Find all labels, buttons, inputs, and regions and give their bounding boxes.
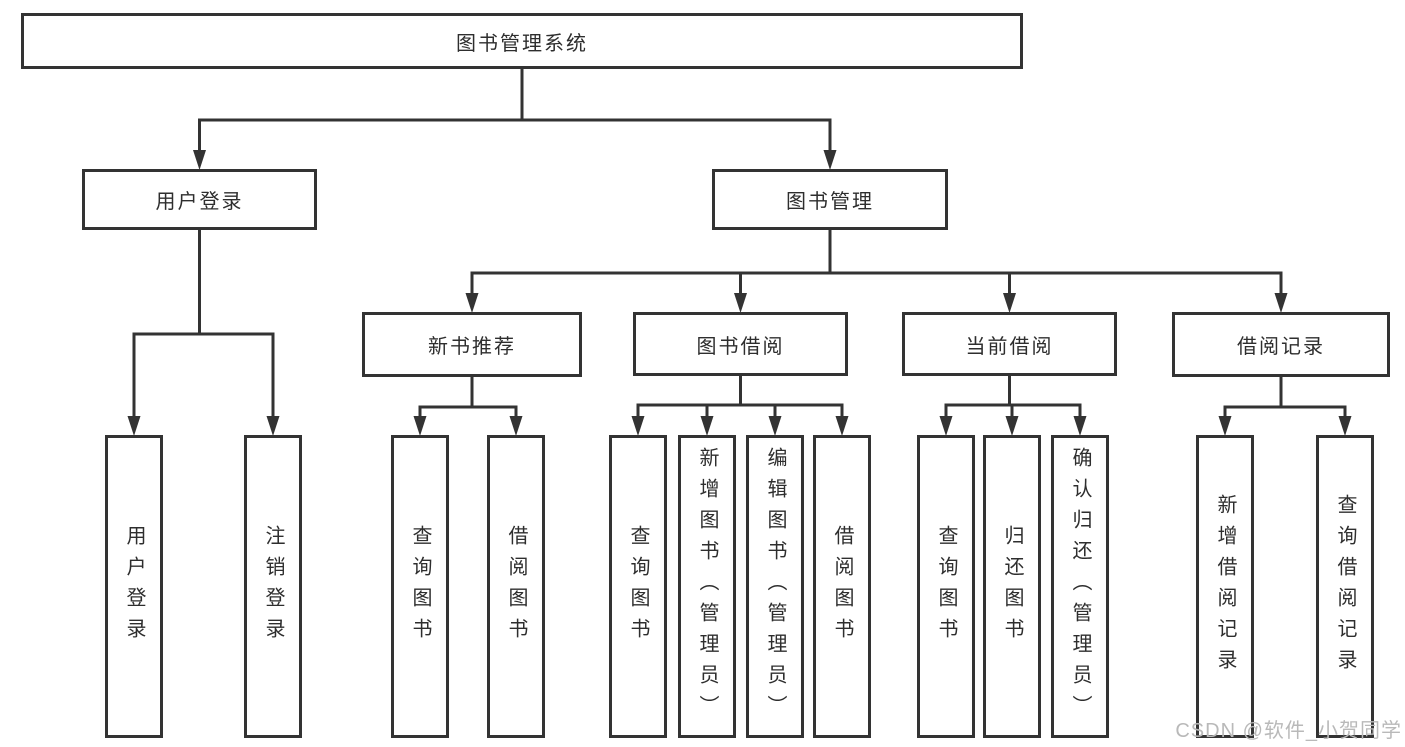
leaf-query-books-borrowing: 查询图书 bbox=[609, 435, 667, 738]
node-book-borrowing: 图书借阅 bbox=[633, 312, 848, 376]
node-label: 注销登录 bbox=[262, 524, 284, 649]
leaf-borrow-books-newbooks: 借阅图书 bbox=[487, 435, 545, 738]
node-label: 编辑图书（管理员） bbox=[764, 447, 786, 726]
node-label: 图书借阅 bbox=[696, 335, 785, 358]
leaf-return-books: 归还图书 bbox=[983, 435, 1041, 738]
node-borrow-records: 借阅记录 bbox=[1172, 312, 1390, 377]
leaf-borrow-books-borrowing: 借阅图书 bbox=[813, 435, 871, 738]
leaf-logout: 注销登录 bbox=[244, 435, 302, 738]
leaf-user-login: 用户登录 bbox=[105, 435, 163, 738]
node-new-book-recommend: 新书推荐 bbox=[362, 312, 582, 377]
node-label: 用户登录 bbox=[155, 191, 244, 213]
node-label: 归还图书 bbox=[1001, 524, 1023, 649]
node-label: 新增借阅记录 bbox=[1214, 493, 1236, 680]
node-label: 图书管理 bbox=[786, 191, 874, 213]
node-label: 查询图书 bbox=[409, 524, 431, 649]
leaf-edit-books-admin: 编辑图书（管理员） bbox=[746, 435, 804, 738]
csdn-watermark: CSDN @软件_小贺同学 bbox=[1175, 720, 1402, 742]
leaf-add-borrow-record: 新增借阅记录 bbox=[1196, 435, 1254, 738]
leaf-query-books-current: 查询图书 bbox=[917, 435, 975, 738]
node-label: 借阅记录 bbox=[1237, 336, 1325, 358]
node-label: 用户登录 bbox=[123, 524, 145, 649]
node-label: 借阅图书 bbox=[505, 524, 527, 649]
node-label: 新书推荐 bbox=[428, 336, 516, 358]
leaf-query-borrow-record: 查询借阅记录 bbox=[1316, 435, 1374, 738]
node-current-borrowing: 当前借阅 bbox=[902, 312, 1117, 376]
node-book-management: 图书管理 bbox=[712, 169, 948, 230]
node-label: 图书管理系统 bbox=[456, 32, 588, 55]
node-label: 新增图书（管理员） bbox=[696, 447, 718, 726]
node-label: 确认归还（管理员） bbox=[1069, 447, 1091, 726]
leaf-add-books-admin: 新增图书（管理员） bbox=[678, 435, 736, 738]
node-label: 查询借阅记录 bbox=[1334, 493, 1356, 680]
node-label: 借阅图书 bbox=[831, 524, 853, 649]
leaf-query-books-newbooks: 查询图书 bbox=[391, 435, 449, 738]
leaf-confirm-return-admin: 确认归还（管理员） bbox=[1051, 435, 1109, 738]
node-label: 查询图书 bbox=[627, 524, 649, 649]
node-label: 当前借阅 bbox=[965, 335, 1054, 358]
node-label: 查询图书 bbox=[935, 524, 957, 649]
node-library-system: 图书管理系统 bbox=[21, 13, 1023, 69]
node-user-login: 用户登录 bbox=[82, 169, 317, 230]
